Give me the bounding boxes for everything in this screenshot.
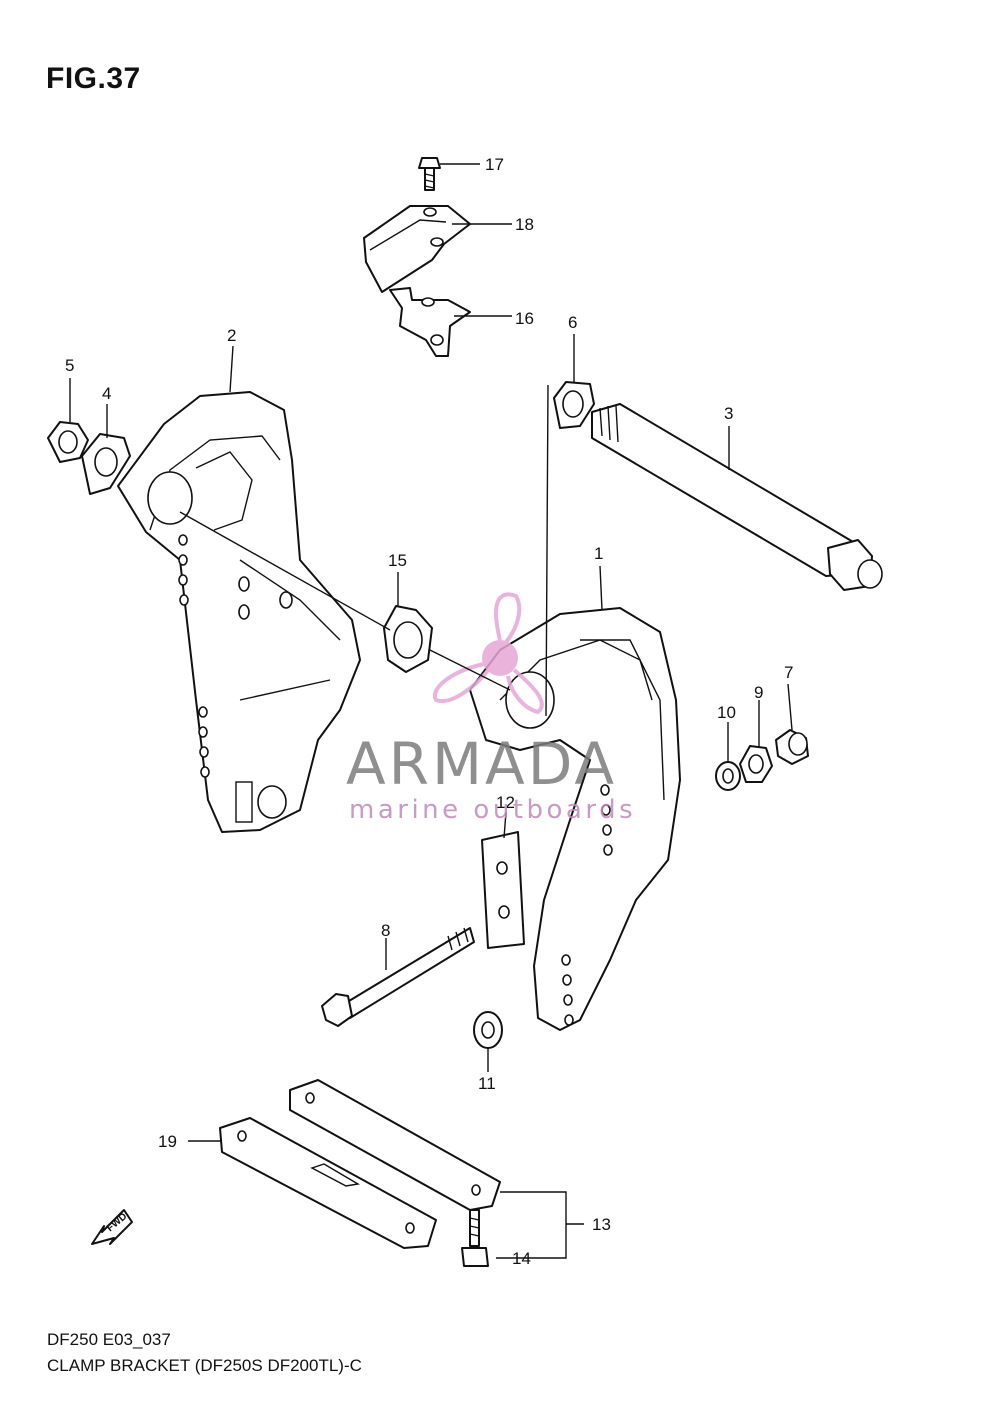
callout-19: 19 [158,1132,177,1151]
part-12-plate [481,831,525,949]
part-16-bracket [389,287,471,357]
leader-lines [69,163,793,1259]
diagram-code: DF250 E03_037 [47,1330,171,1349]
callout-2: 2 [227,326,237,345]
callout-4: 4 [102,384,112,403]
watermark-logo [432,592,544,715]
callout-7: 7 [784,663,794,682]
part-13-pad [289,1079,501,1211]
callout-18: 18 [515,215,534,234]
callout-3: 3 [724,404,734,423]
figure-title: FIG.37 [46,62,141,95]
callout-15: 15 [388,551,407,570]
part-6-washer [553,381,595,429]
part-7-collar [775,729,809,765]
part-11-washer [473,1011,503,1049]
part-8-bolt [321,927,475,1027]
callout-12: 12 [496,793,515,812]
part-19-pad [219,1117,437,1249]
watermark-name: ARMADA [346,730,618,798]
part-18-cover [363,205,471,293]
callout-16: 16 [515,309,534,328]
part-4-washer [81,433,131,495]
part-2-clamp-bracket-left [117,391,361,833]
part-1-clamp-bracket-right [469,607,681,1031]
fwd-arrow-icon [91,1209,133,1245]
callout-8: 8 [381,921,391,940]
callout-13: 13 [592,1215,611,1234]
diagram-caption: CLAMP BRACKET (DF250S DF200TL)-C [47,1356,362,1375]
part-9-nut [739,745,773,783]
callout-10: 10 [717,703,736,722]
callout-14: 14 [512,1249,531,1268]
callout-5: 5 [65,356,75,375]
callout-6: 6 [568,313,578,332]
callout-11: 11 [478,1074,496,1093]
part-10-washer [715,761,741,791]
part-5-nut [47,421,89,463]
callout-9: 9 [754,683,764,702]
part-15-bushing [383,605,433,673]
callout-1: 1 [594,544,604,563]
part-17-bolt [418,157,441,191]
watermark-tagline: marine outboards [349,795,637,825]
part-14-bolt [461,1209,489,1267]
part-3-shaft [591,403,883,591]
callout-17: 17 [485,155,504,174]
